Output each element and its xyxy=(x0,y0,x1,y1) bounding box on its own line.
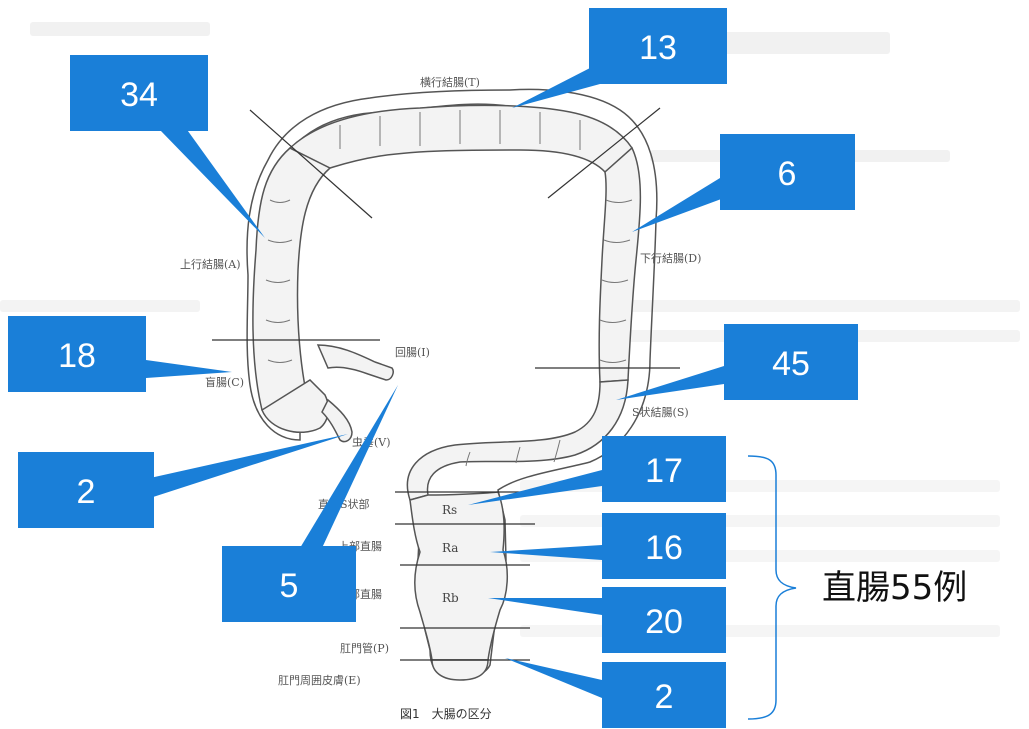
figure-caption: 図1 大腸の区分 xyxy=(400,707,492,721)
rectum-total-label: 直腸55例 xyxy=(822,568,967,608)
transverse-colon xyxy=(290,105,632,172)
label-ascending: 上行結腸(A) xyxy=(180,257,241,271)
callout-anal-value: 2 xyxy=(655,678,674,716)
callout-cecum-value: 18 xyxy=(58,337,96,375)
callout-descending-value: 6 xyxy=(778,155,797,193)
rectum-brace xyxy=(748,456,796,719)
callout-anal: 2 xyxy=(602,662,726,728)
label-sigmoid: S状結腸(S) xyxy=(632,405,689,419)
callout-ra: 16 xyxy=(602,513,726,579)
label-perianal: 肛門周囲皮膚(E) xyxy=(278,673,361,687)
label-ileum: 回腸(I) xyxy=(395,346,430,359)
callout-ascending-value: 34 xyxy=(120,76,158,114)
code-rb: Rb xyxy=(442,591,459,605)
pointer-anal xyxy=(505,658,602,698)
label-anal-canal: 肛門管(P) xyxy=(340,641,389,655)
anal-canal xyxy=(432,660,488,680)
pointer-rb xyxy=(488,598,602,615)
callout-transverse-value: 13 xyxy=(639,29,677,67)
pointer-appendix xyxy=(150,434,348,498)
code-rs: Rs xyxy=(442,503,457,517)
ascending-colon xyxy=(253,148,330,426)
callout-cecum: 18 xyxy=(8,316,146,392)
pointer-ascending xyxy=(160,120,265,238)
ileum-shape xyxy=(318,345,393,380)
callout-appendix: 2 xyxy=(18,452,154,528)
label-descending: 下行結腸(D) xyxy=(640,251,701,265)
code-ra: Ra xyxy=(442,541,458,555)
pointer-descending xyxy=(632,178,724,232)
callout-appendix-value: 2 xyxy=(77,473,96,511)
label-transverse: 横行結腸(T) xyxy=(420,75,480,89)
callout-ileum: 5 xyxy=(222,546,356,622)
pointer-sigmoid xyxy=(616,366,724,400)
callout-rs-value: 17 xyxy=(645,452,683,490)
callout-ra-value: 16 xyxy=(645,529,683,567)
rectum xyxy=(410,492,507,660)
label-cecum: 盲腸(C) xyxy=(205,375,244,389)
callout-sigmoid: 45 xyxy=(724,324,858,400)
callout-descending: 6 xyxy=(720,134,855,210)
callout-rb-value: 20 xyxy=(645,603,683,641)
pointer-transverse xyxy=(512,68,600,108)
callout-transverse: 13 xyxy=(589,8,727,84)
callout-sigmoid-value: 45 xyxy=(772,345,810,383)
callout-rs: 17 xyxy=(602,436,726,502)
descending-colon xyxy=(599,148,640,382)
callout-rb: 20 xyxy=(602,587,726,653)
callout-ascending: 34 xyxy=(70,55,208,131)
callout-ileum-value: 5 xyxy=(280,567,299,605)
